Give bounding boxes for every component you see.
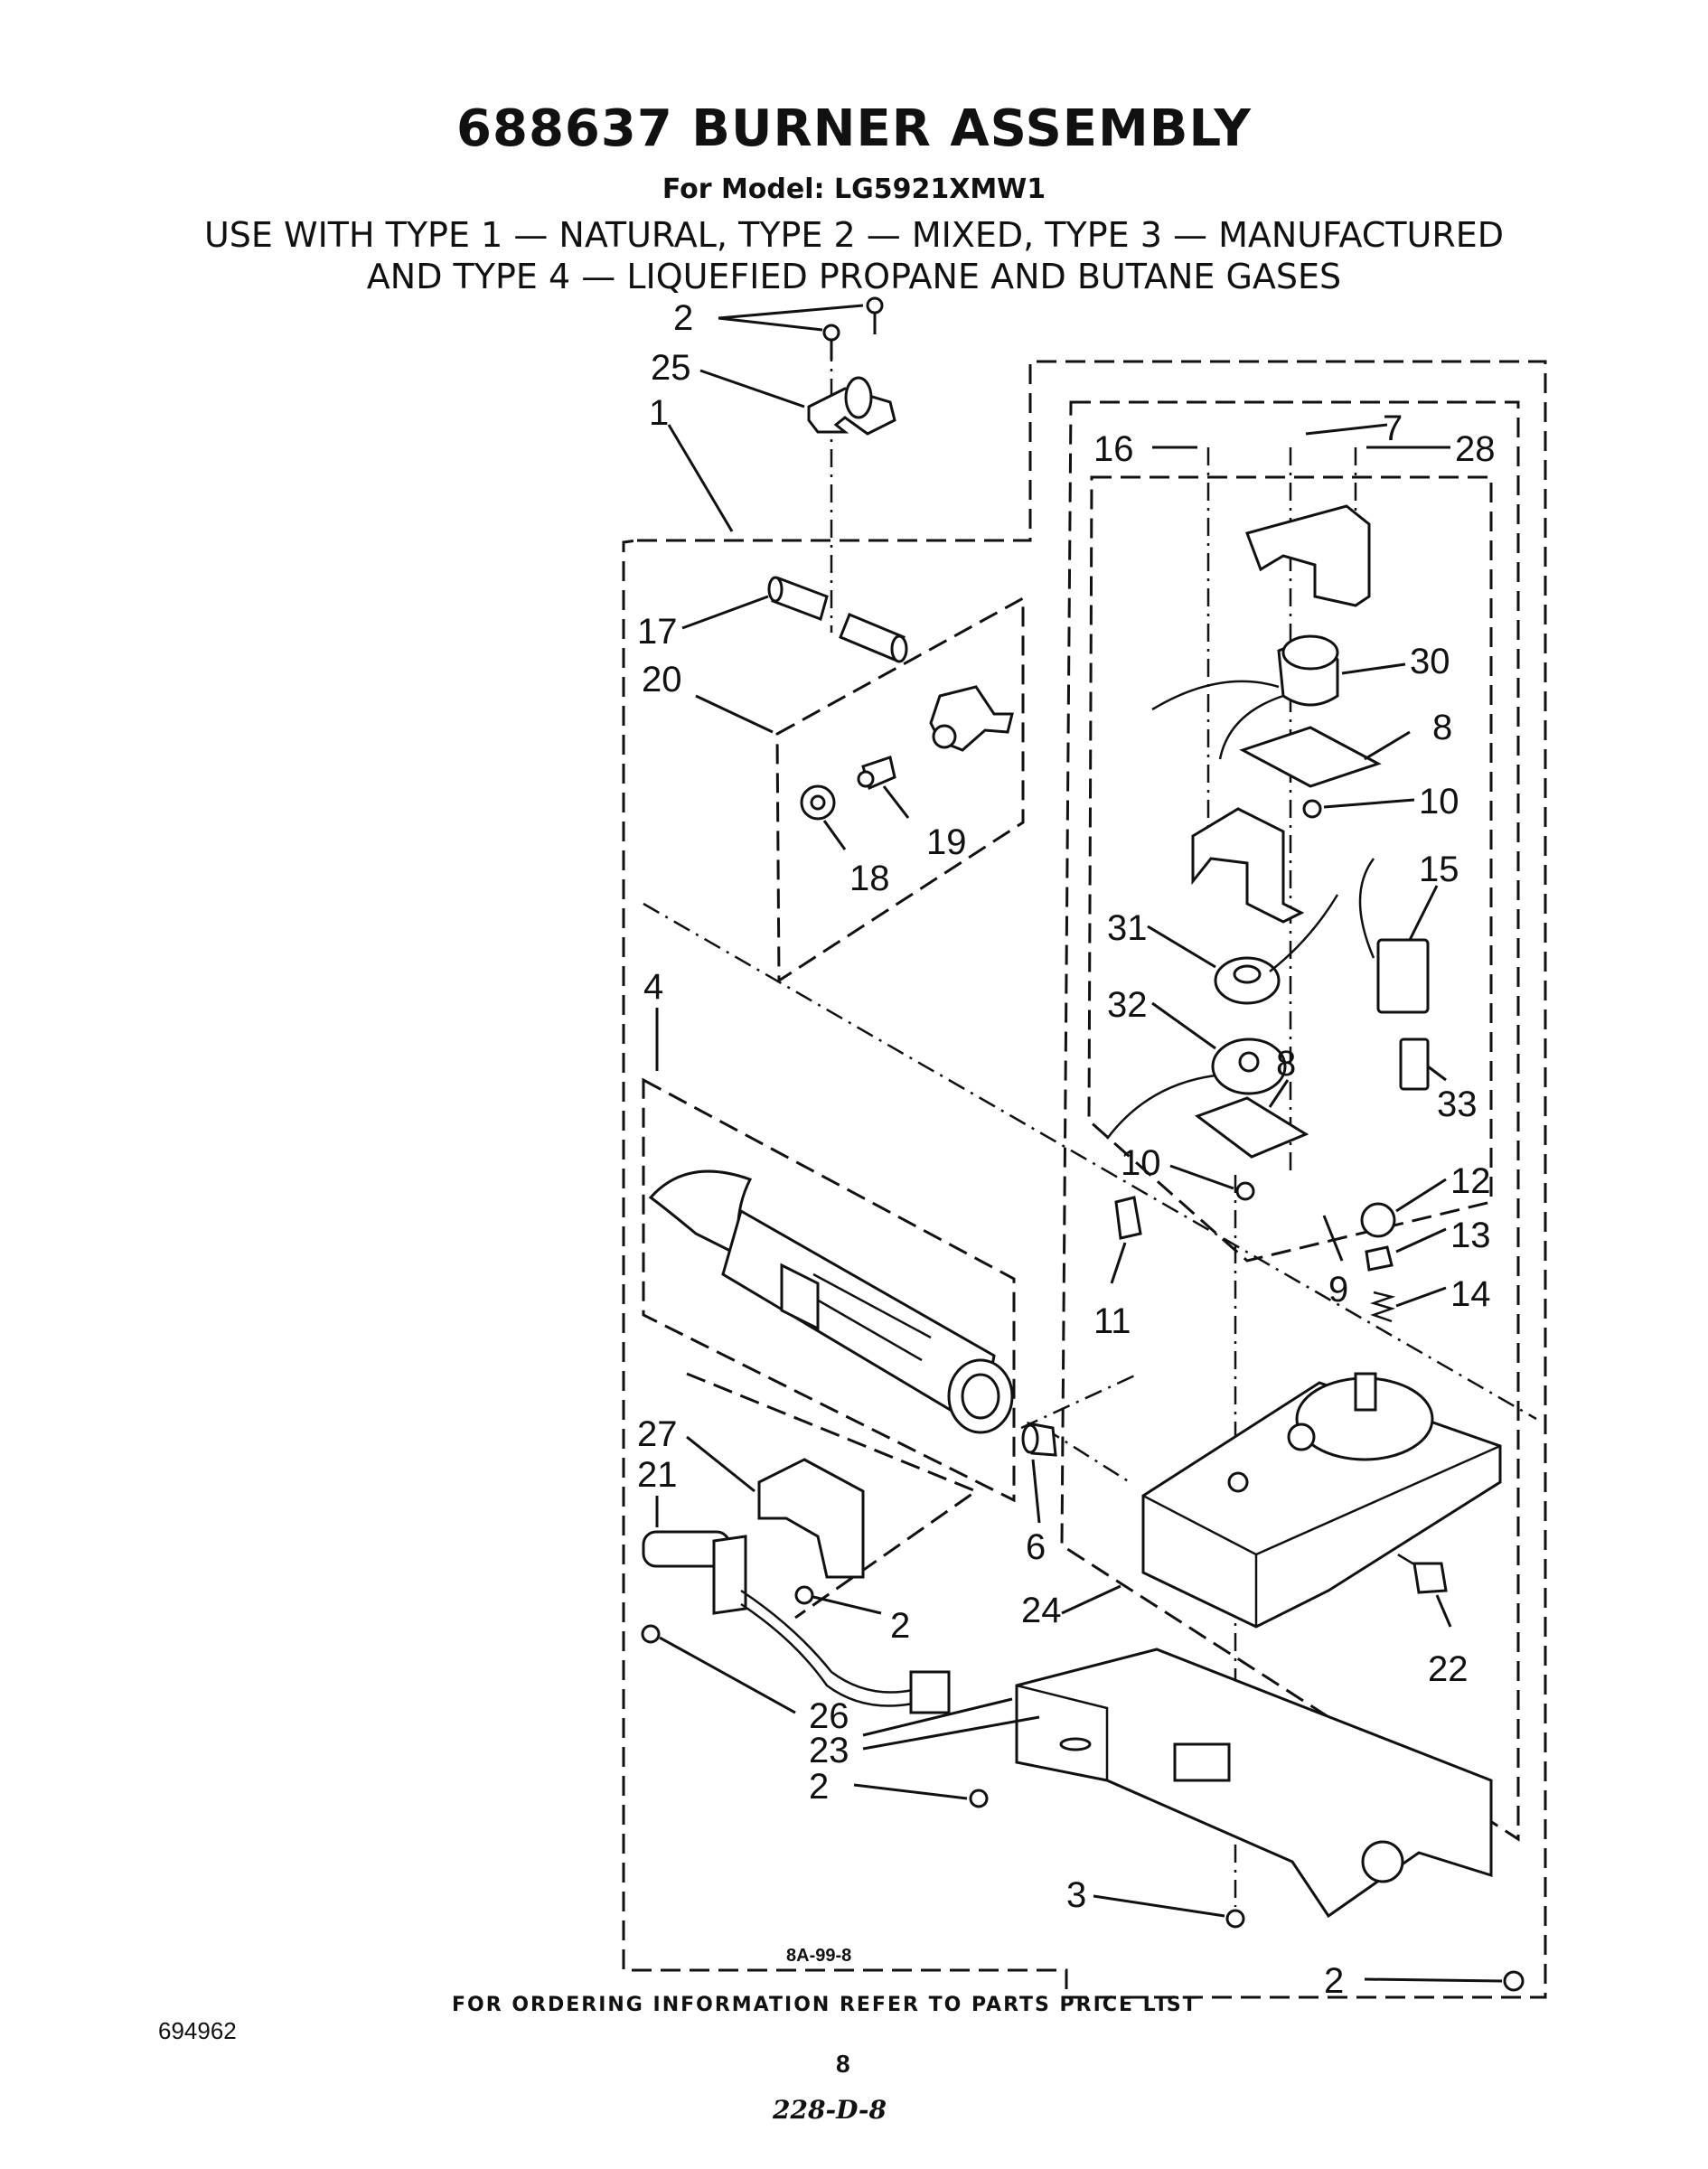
connector-33	[1399, 1038, 1430, 1091]
fitting-22	[1412, 1562, 1448, 1594]
valve-body-24	[1141, 1372, 1502, 1629]
plate-8-lower	[1194, 1096, 1309, 1159]
screw-top-left	[822, 324, 840, 360]
gas-type-line-2: AND TYPE 4 — LIQUEFIED PROPANE AND BUTAN…	[366, 257, 1342, 296]
part-11	[1114, 1196, 1142, 1240]
callout-28: 28	[1455, 429, 1496, 469]
centerline-igniter	[1020, 1372, 1140, 1430]
callout-25: 25	[651, 348, 691, 388]
screw-top-right	[866, 296, 884, 334]
callout-27: 27	[637, 1414, 678, 1454]
callout-2-top: 2	[673, 298, 693, 338]
callout-32: 32	[1107, 985, 1148, 1025]
callout-6: 6	[1026, 1527, 1046, 1567]
coil-bracket-top	[1245, 504, 1371, 607]
screw-3	[1225, 1909, 1245, 1929]
callout-13: 13	[1450, 1216, 1491, 1255]
coil-30	[1151, 634, 1339, 760]
callout-2-igniter: 2	[890, 1606, 910, 1646]
callout-31: 31	[1107, 908, 1148, 948]
orifice-19	[857, 756, 896, 791]
drawing-code: 8A-99-8	[786, 1946, 851, 1966]
coil-bracket-middle	[1191, 807, 1305, 924]
ordering-info-note: FOR ORDERING INFORMATION REFER TO PARTS …	[452, 1994, 1198, 2016]
screw-2-bottom-left	[969, 1789, 989, 1808]
callout-8-lower: 8	[1276, 1044, 1296, 1084]
callout-26: 26	[809, 1696, 849, 1736]
burner-tube-boundary	[642, 1077, 1016, 1503]
washer-10-upper	[1302, 799, 1322, 819]
model-subtitle: For Model: LG5921XMW1	[662, 174, 1046, 205]
page-title: 688637 BURNER ASSEMBLY	[456, 99, 1252, 158]
callout-24: 24	[1021, 1591, 1062, 1630]
part-12	[1360, 1202, 1396, 1238]
valve-assembly-boundary	[1060, 400, 1520, 1842]
wire-harness-15	[1358, 858, 1430, 1014]
screw-2-bottom-right	[1503, 1970, 1525, 1992]
centerline-diagonal	[643, 902, 1537, 1421]
washer-10-lower	[1235, 1181, 1255, 1201]
bracket-27	[757, 1458, 865, 1579]
callout-18: 18	[849, 859, 890, 898]
callout-11: 11	[1093, 1301, 1131, 1341]
nut-18	[800, 784, 836, 821]
fitting-6	[1021, 1422, 1057, 1457]
callout-30: 30	[1410, 642, 1450, 681]
assembly-boundary-outer	[622, 360, 1547, 1999]
screw-2-igniter	[794, 1585, 814, 1605]
callout-23: 23	[809, 1731, 849, 1770]
callout-33: 33	[1437, 1084, 1478, 1124]
callout-3: 3	[1066, 1875, 1086, 1915]
callout-2-bottom: 2	[1324, 1961, 1344, 2001]
callout-9: 9	[1328, 1270, 1348, 1310]
mounting-bracket-23	[1015, 1648, 1493, 1919]
igniter-bracket-outline	[686, 1372, 980, 1620]
callout-14: 14	[1450, 1274, 1491, 1314]
callout-10-upper: 10	[1419, 782, 1459, 822]
spring-14	[1369, 1291, 1396, 1323]
callout-15: 15	[1419, 850, 1459, 889]
screw-26	[641, 1624, 661, 1644]
leader-lines	[655, 304, 1503, 1983]
part-13	[1365, 1245, 1394, 1272]
plate-8-upper	[1239, 726, 1382, 788]
coil-32	[1106, 1038, 1287, 1140]
callout-21: 21	[637, 1455, 678, 1495]
callout-16: 16	[1093, 429, 1134, 469]
callout-19: 19	[926, 822, 967, 862]
page-number: 8	[836, 2050, 850, 2078]
callout-2-bracket: 2	[809, 1767, 829, 1807]
coil-31	[1214, 894, 1339, 1005]
burner-tube-4	[648, 1169, 1014, 1434]
centerline-burner	[1043, 1426, 1131, 1484]
orifice-group-boundary	[775, 596, 1025, 983]
igniter-21	[642, 1530, 951, 1714]
callout-1: 1	[649, 393, 669, 433]
callout-17: 17	[637, 612, 678, 652]
callout-7: 7	[1383, 408, 1403, 448]
callout-10-lower: 10	[1121, 1143, 1161, 1183]
handwritten-code: 228-D-8	[773, 2095, 887, 2125]
callout-20: 20	[642, 660, 682, 700]
document-number: 694962	[158, 2017, 237, 2044]
callout-22: 22	[1428, 1649, 1469, 1689]
tube-17b	[839, 613, 908, 663]
gas-type-line-1: USE WITH TYPE 1 — NATURAL, TYPE 2 — MIXE…	[203, 215, 1505, 255]
callout-8-upper: 8	[1432, 708, 1452, 747]
callout-4: 4	[643, 967, 663, 1007]
callout-12: 12	[1450, 1161, 1491, 1201]
tube-17	[767, 576, 829, 621]
